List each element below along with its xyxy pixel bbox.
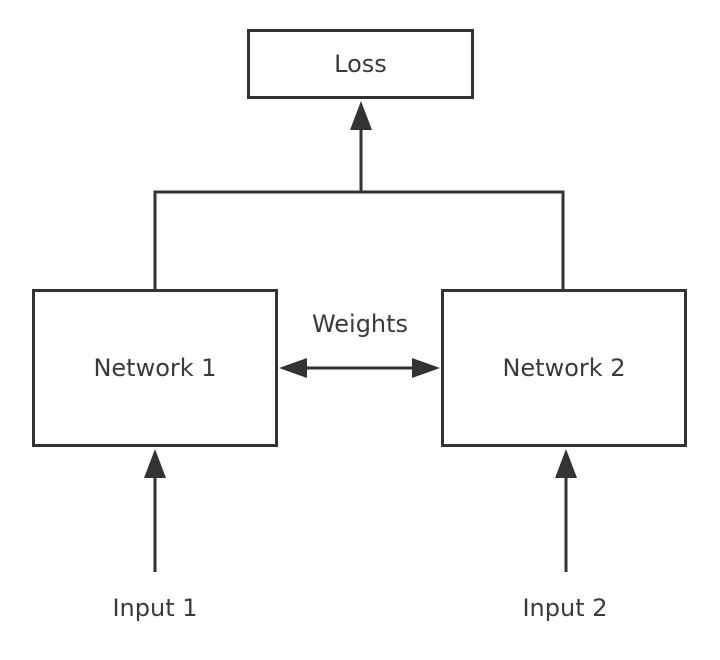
- input-1-label: Input 1: [112, 594, 198, 622]
- arrow-input2-to-network2: [555, 449, 577, 572]
- network-1-label: Network 1: [93, 354, 217, 382]
- merge-connector-to-loss: [153, 101, 565, 289]
- loss-box: Loss: [247, 29, 474, 99]
- arrow-input1-to-network1: [144, 449, 166, 572]
- loss-label: Loss: [334, 50, 387, 78]
- network-2-box: Network 2: [441, 289, 687, 447]
- network-1-box: Network 1: [32, 289, 278, 447]
- weights-double-arrow: [279, 358, 440, 378]
- weights-label: Weights: [311, 310, 409, 338]
- network-2-label: Network 2: [502, 354, 626, 382]
- input-2-label: Input 2: [522, 594, 608, 622]
